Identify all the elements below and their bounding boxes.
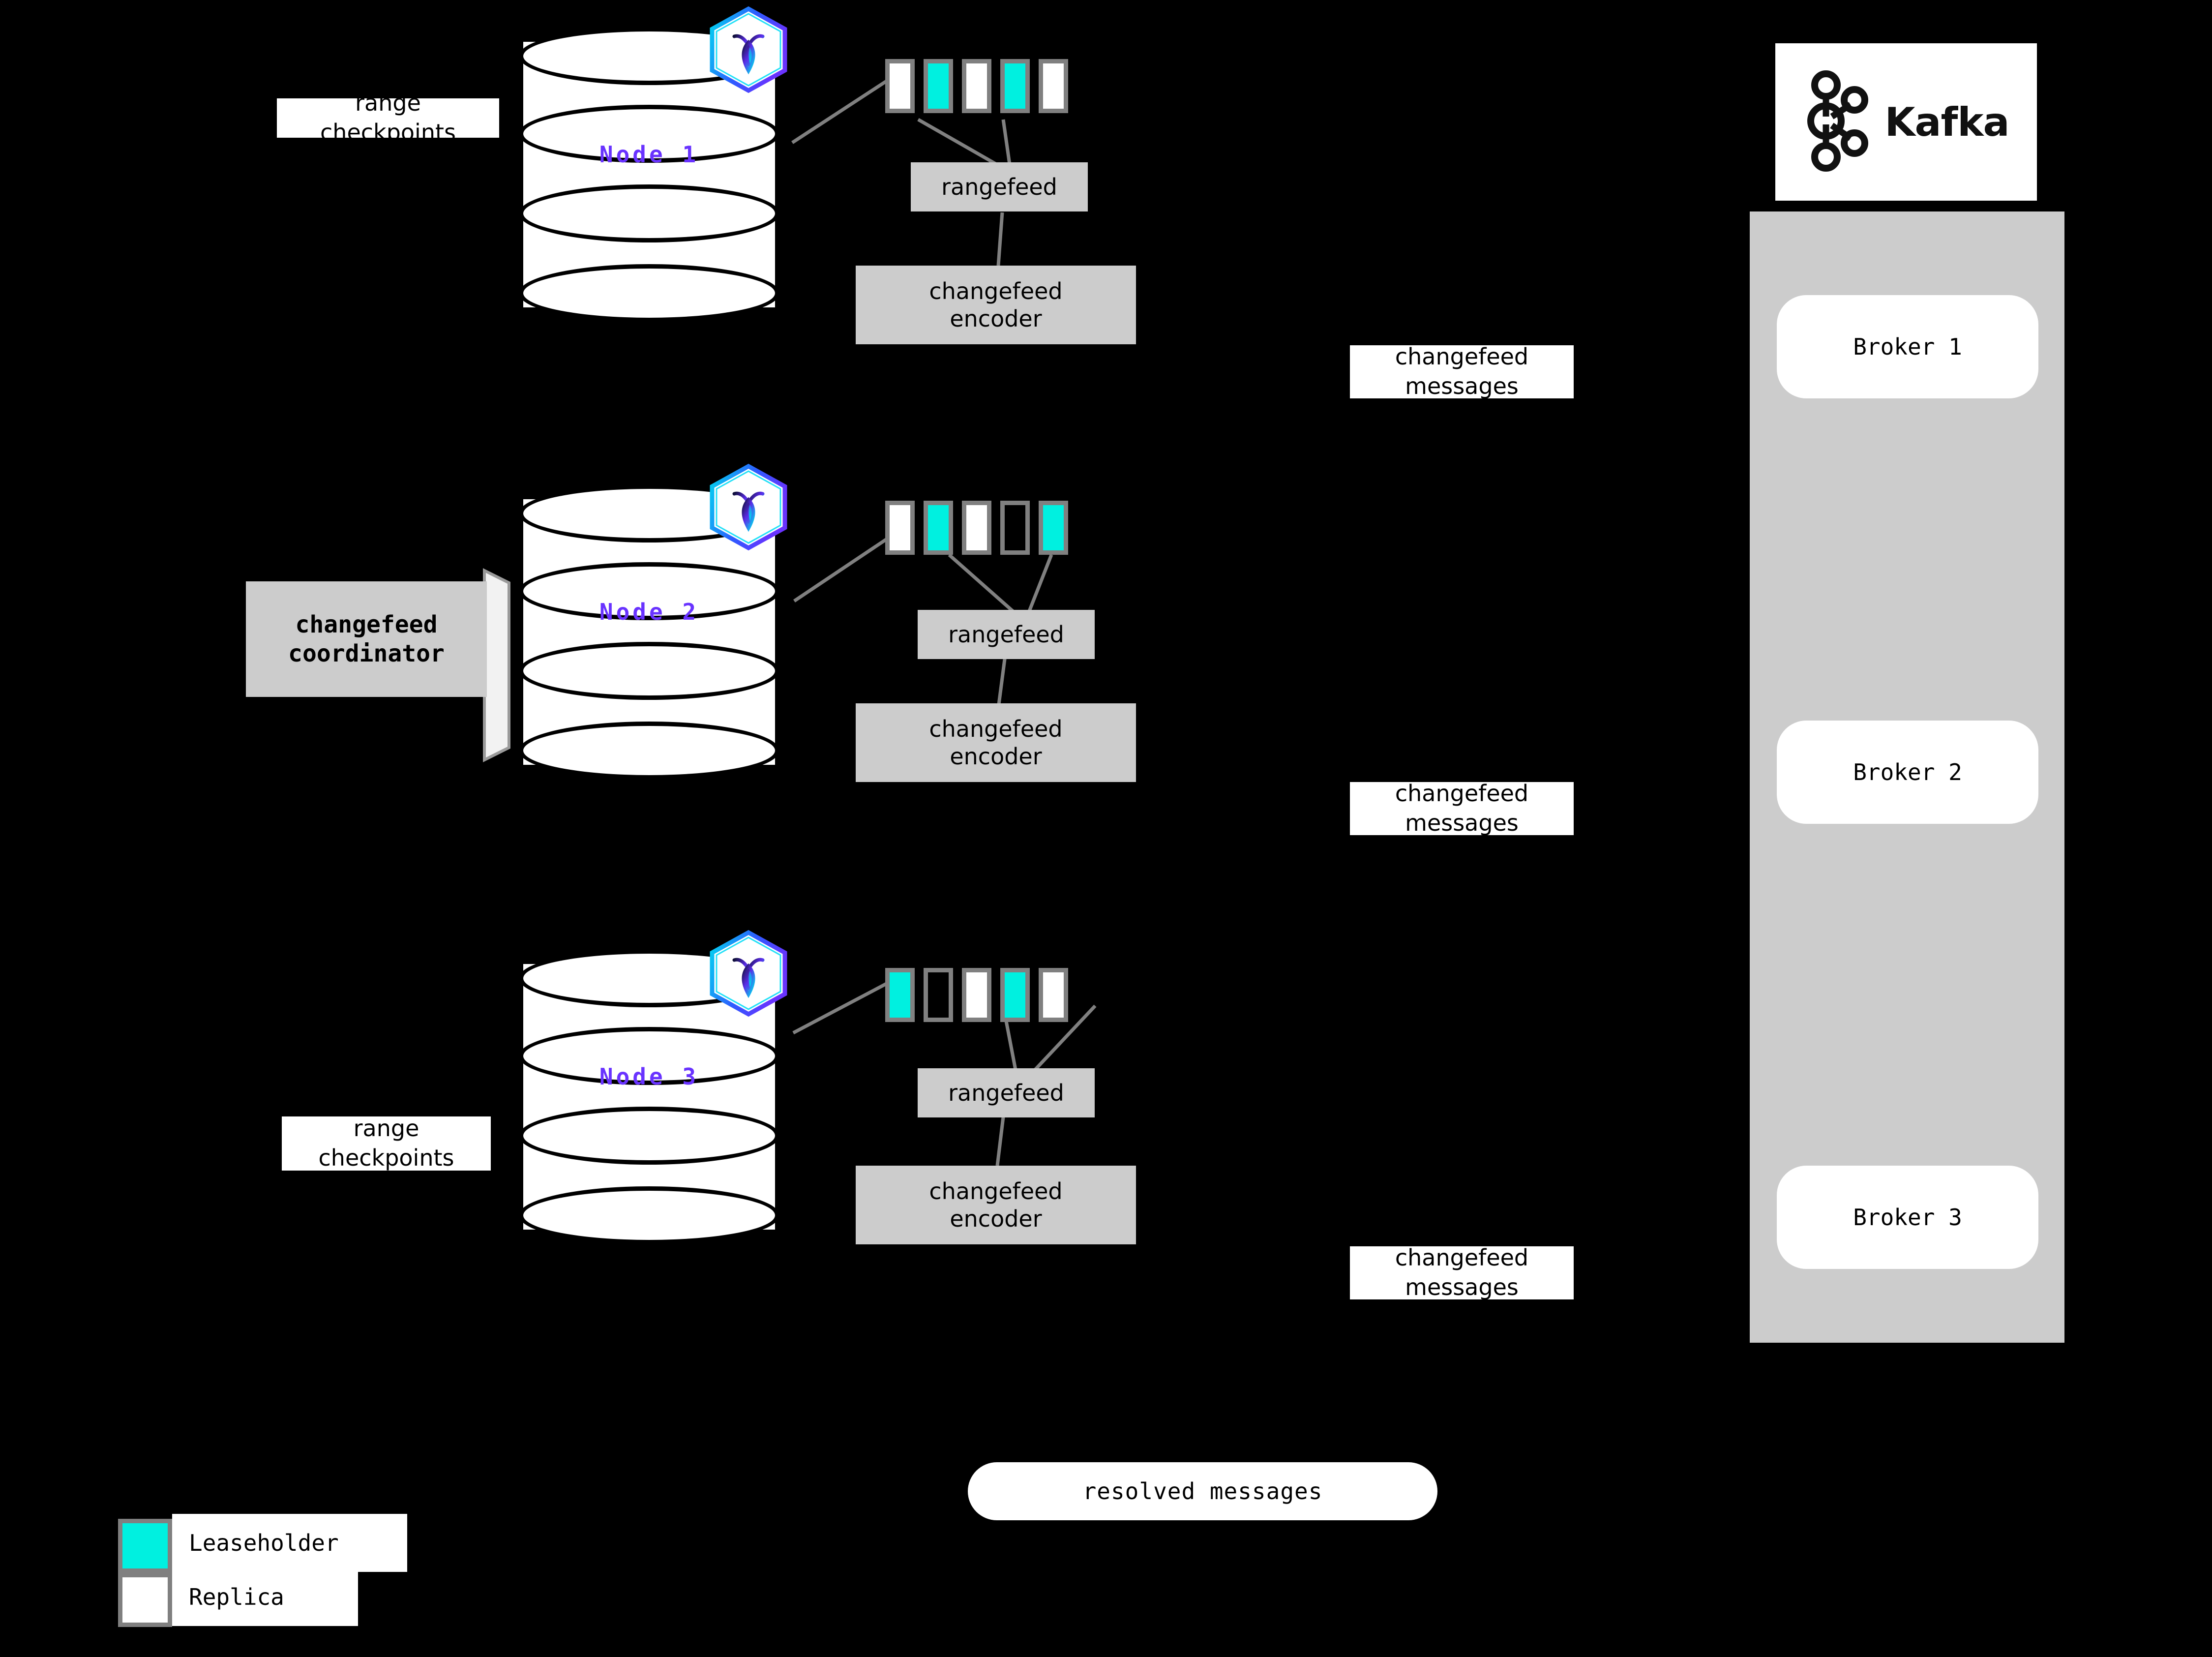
node-1-range-row [885, 59, 1068, 113]
range-box-empty [1000, 501, 1030, 555]
changefeed-messages-label-3: changefeed messages [1350, 1244, 1574, 1300]
node-1-changefeed-encoder-box[interactable]: changefeed encoder [856, 266, 1136, 344]
node-1-rangefeed-box[interactable]: rangefeed [911, 162, 1088, 211]
cylinder-band-1 [519, 1027, 779, 1085]
node-3-rangefeed-box[interactable]: rangefeed [918, 1068, 1095, 1117]
kafka-logo-box: Kafka [1775, 43, 2037, 201]
node-3-label: Node 3 [599, 1063, 699, 1090]
cylinder-band-1 [519, 105, 779, 163]
range-box-replica [885, 59, 915, 113]
rangefeed-label: rangefeed [941, 173, 1057, 200]
cylinder-bottom-ellipse [519, 1186, 779, 1244]
legend-swatch-leaseholder [118, 1519, 172, 1573]
cylinder-bottom-ellipse [519, 264, 779, 322]
resolved-messages-pill[interactable]: resolved messages [968, 1462, 1437, 1520]
changefeed-coordinator-label: changefeed coordinator [288, 610, 445, 667]
range-box-replica [885, 501, 915, 555]
resolved-messages-label: resolved messages [1082, 1478, 1323, 1505]
range-box-leaseholder [1039, 501, 1068, 555]
cylinder-band-1 [519, 562, 779, 620]
range-box-leaseholder [924, 59, 953, 113]
node-2-range-row [885, 501, 1068, 555]
legend-swatch-replica [118, 1573, 172, 1627]
range-box-replica [962, 501, 991, 555]
node-3-changefeed-encoder-box[interactable]: changefeed encoder [856, 1166, 1136, 1244]
changefeed-coordinator-box[interactable]: changefeed coordinator [246, 581, 487, 697]
broker-label: Broker 1 [1853, 333, 1962, 360]
cylinder-band-2 [519, 184, 779, 242]
broker-1-box[interactable]: Broker 1 [1777, 295, 2038, 398]
changefeed-encoder-label: changefeed encoder [929, 1177, 1063, 1232]
cylinder-band-2 [519, 1107, 779, 1165]
broker-2-box[interactable]: Broker 2 [1777, 721, 2038, 824]
changefeed-messages-text: changefeed messages [1395, 343, 1529, 399]
node-2-label: Node 2 [599, 599, 699, 625]
broker-label: Broker 2 [1853, 759, 1962, 785]
changefeed-messages-text: changefeed messages [1395, 780, 1529, 836]
legend-text: Replica [189, 1584, 284, 1610]
range-checkpoints-bottom-label: range checkpoints [282, 1115, 491, 1171]
node-2-changefeed-encoder-box[interactable]: changefeed encoder [856, 703, 1136, 782]
coordinator-wedge [483, 568, 510, 762]
broker-label: Broker 3 [1853, 1204, 1962, 1231]
cylinder-band-2 [519, 642, 779, 700]
range-box-leaseholder [924, 501, 953, 555]
cockroachdb-hex-icon [707, 6, 790, 93]
kafka-logo-icon [1803, 69, 1872, 175]
range-box-replica [1039, 59, 1068, 113]
legend-label-leaseholder: Leaseholder [172, 1514, 407, 1572]
range-box-leaseholder [885, 968, 915, 1022]
range-box-empty [924, 968, 953, 1022]
node-2-rangefeed-box[interactable]: rangefeed [918, 610, 1095, 659]
node-1-label: Node 1 [599, 141, 699, 168]
broker-3-box[interactable]: Broker 3 [1777, 1166, 2038, 1269]
cockroachdb-hex-icon [707, 463, 790, 551]
kafka-wordmark: Kafka [1884, 99, 2010, 145]
changefeed-encoder-label: changefeed encoder [929, 715, 1063, 770]
changefeed-messages-label-2: changefeed messages [1350, 780, 1574, 836]
changefeed-messages-text: changefeed messages [1395, 1244, 1529, 1300]
node-3-range-row [885, 968, 1068, 1022]
cockroachdb-hex-icon [707, 930, 790, 1017]
rangefeed-label: rangefeed [948, 621, 1064, 648]
range-box-replica [962, 968, 991, 1022]
changefeed-encoder-label: changefeed encoder [929, 277, 1063, 332]
range-checkpoints-text: range checkpoints [320, 90, 456, 146]
changefeed-messages-label-1: changefeed messages [1350, 343, 1574, 399]
range-checkpoints-top-label: range checkpoints [277, 90, 499, 146]
legend-label-replica: Replica [172, 1568, 358, 1626]
range-box-leaseholder [1000, 968, 1030, 1022]
rangefeed-label: rangefeed [948, 1079, 1064, 1106]
range-box-replica [1039, 968, 1068, 1022]
range-box-leaseholder [1000, 59, 1030, 113]
range-box-replica [962, 59, 991, 113]
cylinder-bottom-ellipse [519, 722, 779, 780]
range-checkpoints-text: range checkpoints [318, 1115, 454, 1171]
legend-text: Leaseholder [189, 1530, 339, 1556]
